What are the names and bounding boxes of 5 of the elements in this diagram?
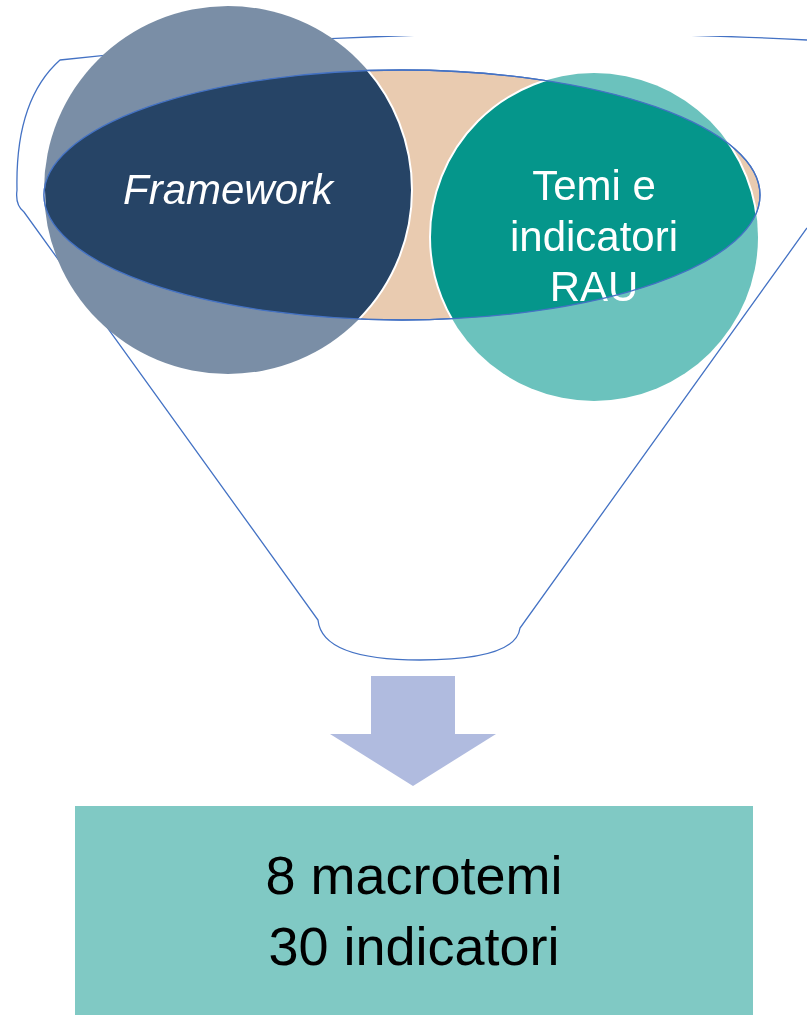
- result-text: 8 macrotemi 30 indicatori: [264, 844, 564, 978]
- circle-label: Framework: [122, 164, 336, 215]
- down-arrow: [330, 676, 496, 786]
- result-box: [75, 806, 753, 1015]
- circle-label: Temi e indicatori RAU: [508, 161, 680, 313]
